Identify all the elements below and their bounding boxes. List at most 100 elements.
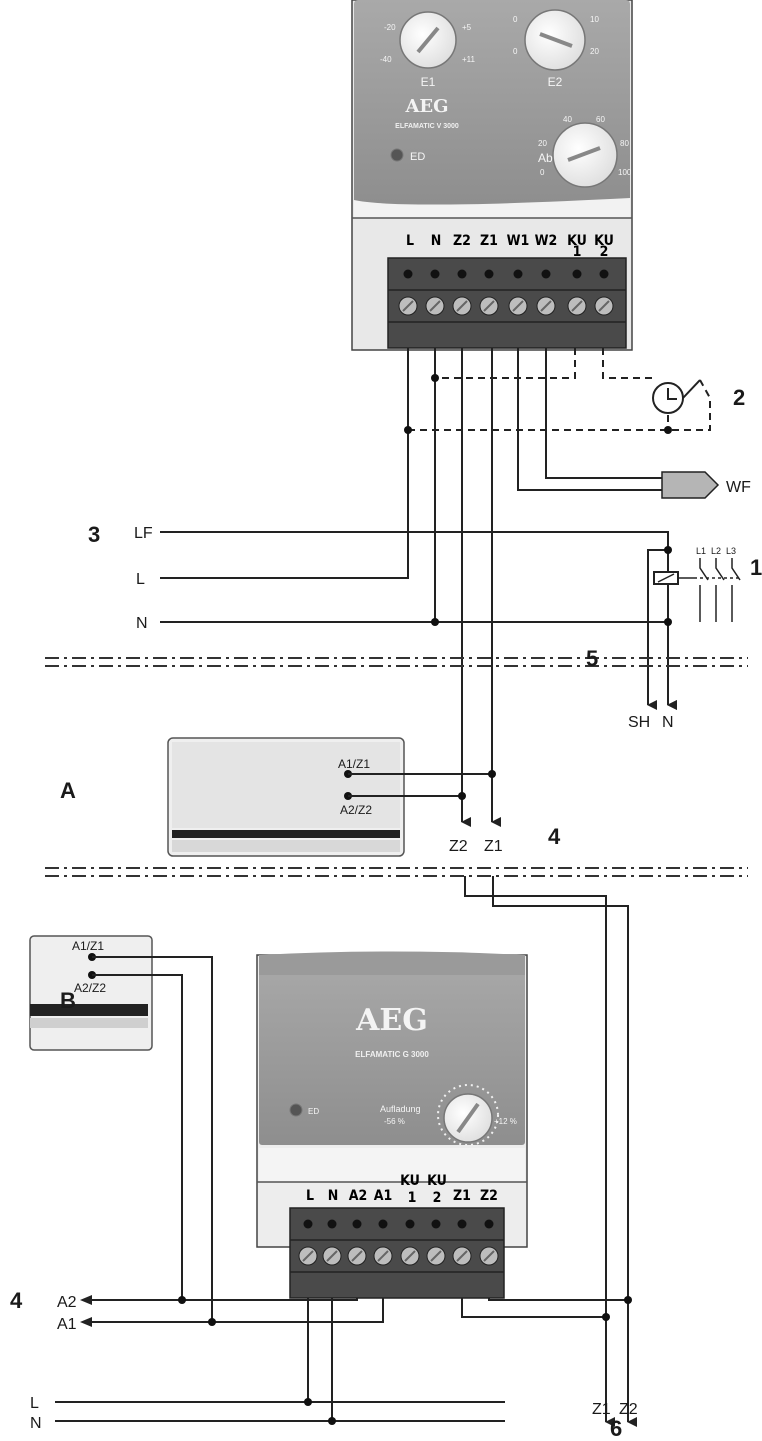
top-term-ku2-sub: 2 [600, 244, 609, 260]
knob-e2[interactable]: 0 0 10 20 [513, 9, 599, 71]
top-controller: -20 -40 +5 +11 E1 0 0 10 20 E2 AEG ELFAM… [351, 0, 633, 351]
top-brand: AEG [404, 96, 448, 117]
svg-text:0: 0 [540, 168, 545, 177]
section-b-term-2: A2/Z2 [74, 981, 106, 995]
section-a-out-z1: Z1 [484, 838, 503, 855]
bot-term-z2: Z2 [480, 1188, 498, 1204]
svg-text:60: 60 [596, 115, 605, 124]
svg-text:+5: +5 [462, 23, 472, 32]
bottom-controller: AEG ELFAMATIC G 3000 ED Aufladung -56 % … [256, 951, 528, 1299]
top-led-label: ED [410, 151, 425, 163]
section-a-term-2: A2/Z2 [340, 803, 372, 817]
section-b-label: B [60, 988, 76, 1013]
top-term-ku1: KU [567, 233, 587, 249]
bot-term-ku2: KU [427, 1173, 447, 1189]
top-led-icon [390, 148, 404, 162]
callout-contactor: 1 [750, 555, 762, 580]
svg-text:-20: -20 [384, 23, 396, 32]
svg-text:10: 10 [590, 15, 599, 24]
bot-term-n: N [328, 1188, 339, 1204]
svg-text:20: 20 [538, 139, 547, 148]
section-a-thermostat [167, 737, 405, 857]
bottom-scale-max: +12 % [494, 1117, 517, 1126]
wire-label-l: L [136, 571, 145, 588]
section-a-label: A [60, 778, 76, 803]
callout-section-b-outputs: 4 [10, 1288, 23, 1313]
knob-e1-label: E1 [421, 75, 436, 89]
bottom-model: ELFAMATIC G 3000 [355, 1050, 429, 1059]
svg-text:40: 40 [563, 115, 572, 124]
bottom-knob-label: Aufladung [380, 1104, 421, 1114]
knob-aufladung[interactable] [437, 1084, 499, 1146]
bot-term-a1: A1 [374, 1188, 393, 1204]
top-terminal-block [387, 257, 627, 349]
section-b-line-n: N [30, 1415, 42, 1432]
phase-l2: L2 [711, 546, 721, 556]
wire-label-n-out: N [662, 714, 674, 731]
bottom-terminal-block [289, 1207, 505, 1299]
callout-bottom-outputs: 6 [610, 1416, 622, 1441]
phase-l1: L1 [696, 546, 706, 556]
knob-ab[interactable]: 40 60 20 80 0 100 [538, 115, 632, 188]
section-b-line-l: L [30, 1395, 39, 1412]
top-model: ELFAMATIC V 3000 [395, 123, 459, 130]
bot-term-ku1-sub: 1 [408, 1190, 417, 1206]
top-term-ku2: KU [594, 233, 614, 249]
callout-section-a-outputs: 4 [548, 824, 561, 849]
top-term-ku1-sub: 1 [573, 244, 582, 260]
top-term-w1: W1 [507, 233, 530, 249]
knob-e1[interactable]: -20 -40 +5 +11 [380, 11, 476, 69]
wire-label-lf: LF [134, 525, 153, 542]
svg-text:0: 0 [513, 15, 518, 24]
svg-text:+11: +11 [462, 55, 476, 64]
phase-l3: L3 [726, 546, 736, 556]
top-term-z1: Z1 [480, 233, 498, 249]
bottom-terminal-labels: L N A2 A1 KU 1 KU 2 Z1 Z2 [306, 1173, 498, 1206]
svg-text:0: 0 [513, 47, 518, 56]
section-separator-2 [45, 867, 748, 877]
callout-sh: 5 [586, 646, 598, 671]
z-lines-to-bottom [464, 876, 637, 1427]
section-a-term-1: A1/Z1 [338, 757, 370, 771]
wf-sensor-icon [661, 471, 720, 499]
bot-term-a2: A2 [349, 1188, 368, 1204]
timer-clock-icon [652, 379, 701, 414]
knob-e2-label: E2 [548, 75, 563, 89]
bottom-led-icon [289, 1103, 303, 1117]
section-b-out-a1: A1 [57, 1316, 77, 1333]
svg-text:80: 80 [620, 139, 629, 148]
bottom-scale-min: -56 % [384, 1117, 405, 1126]
section-b-out-z2: Z2 [619, 1401, 638, 1418]
svg-text:100: 100 [618, 168, 632, 177]
section-b-term-1: A1/Z1 [72, 939, 104, 953]
top-term-z2: Z2 [453, 233, 471, 249]
bottom-led-label: ED [308, 1107, 319, 1116]
section-b-thermostat [29, 935, 153, 1051]
bot-term-ku2-sub: 2 [433, 1190, 442, 1206]
section-b-out-z1: Z1 [592, 1401, 611, 1418]
knob-ab-label: Ab [538, 151, 553, 165]
callout-lf: 3 [88, 522, 100, 547]
section-separator-1 [45, 657, 748, 667]
bot-term-ku1: KU [400, 1173, 420, 1189]
section-a-wiring [348, 770, 501, 827]
top-term-w2: W2 [535, 233, 558, 249]
top-wiring [160, 348, 711, 822]
section-a-out-z2: Z2 [449, 838, 468, 855]
svg-text:20: 20 [590, 47, 599, 56]
bot-term-z1: Z1 [453, 1188, 471, 1204]
bottom-wiring [55, 956, 632, 1425]
bot-term-l: L [306, 1188, 314, 1204]
top-term-n: N [431, 233, 442, 249]
callout-timer: 2 [733, 385, 745, 410]
wire-label-n: N [136, 615, 148, 632]
svg-text:-40: -40 [380, 55, 392, 64]
top-terminal-labels: L N Z2 Z1 W1 W2 KU 1 KU 2 [406, 233, 614, 260]
wire-label-wf: WF [726, 479, 751, 496]
top-term-l: L [406, 233, 414, 249]
bottom-brand: AEG [355, 1003, 428, 1038]
contactor-icon [653, 558, 742, 622]
wire-label-sh: SH [628, 714, 650, 731]
section-b-out-a2: A2 [57, 1294, 77, 1311]
